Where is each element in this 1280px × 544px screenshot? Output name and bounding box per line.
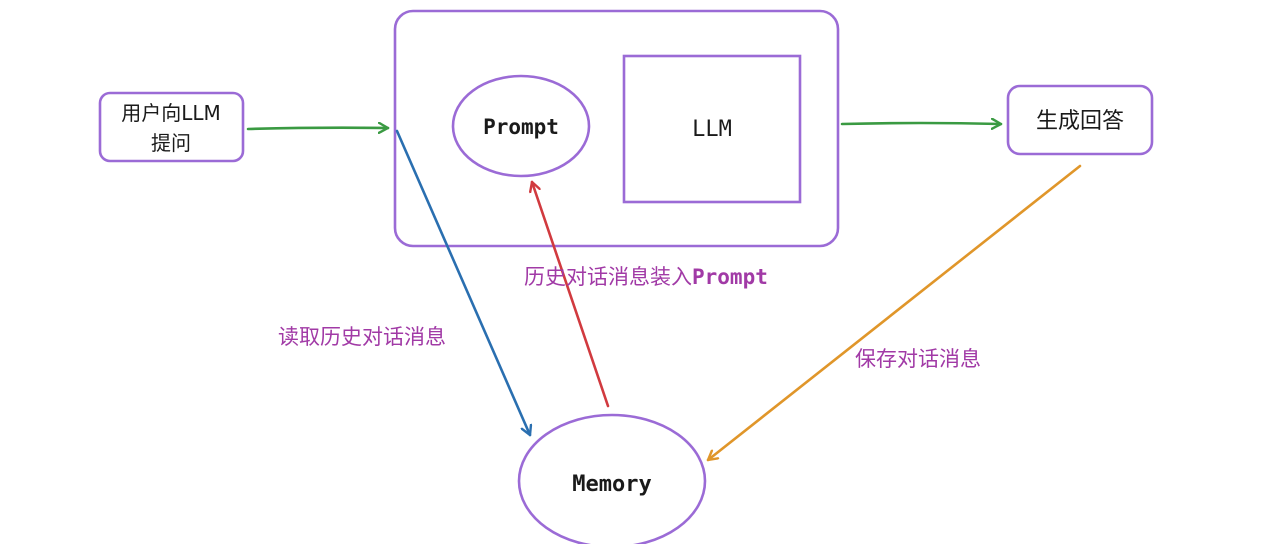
edge-label-load-into-prompt: 历史对话消息装入Prompt	[524, 265, 768, 289]
answer-node	[1006, 84, 1154, 156]
memory-label: Memory	[572, 472, 651, 497]
memory-node	[517, 413, 707, 544]
edge-label-load-prefix: 历史对话消息装入	[524, 265, 692, 289]
arrow-save-history	[706, 164, 1082, 462]
llm-node	[622, 54, 802, 204]
prompt-label: Prompt	[483, 115, 559, 139]
answer-label: 生成回答	[1036, 109, 1124, 134]
arrow-llm-to-answer	[840, 123, 1003, 124]
prompt-node	[451, 74, 591, 178]
arrow-load-into-prompt	[532, 180, 610, 408]
arrow-user-to-chain	[246, 128, 390, 129]
user-question-node	[98, 91, 245, 163]
edge-label-load-suffix: Prompt	[692, 265, 768, 289]
edge-label-read-history: 读取历史对话消息	[278, 325, 446, 349]
arrow-read-history	[395, 129, 530, 437]
llm-label: LLM	[692, 117, 732, 142]
user-question-label-line1: 用户向LLM	[121, 101, 221, 125]
chain-container	[393, 9, 840, 248]
edge-label-save-history: 保存对话消息	[855, 347, 981, 371]
user-question-label-line2: 提问	[151, 131, 191, 155]
